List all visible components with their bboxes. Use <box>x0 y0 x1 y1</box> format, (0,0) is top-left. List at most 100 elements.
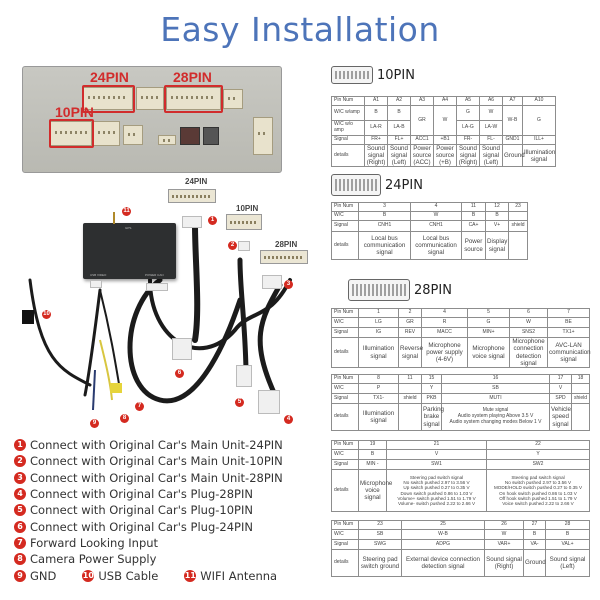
badge-10: 10 <box>42 310 51 319</box>
table-cell: Steering pad switch signal No switch pus… <box>386 469 487 512</box>
table-cell: A5 <box>456 96 480 106</box>
table-cell: G <box>522 105 556 136</box>
table-cell: Steering pad switch signal No switch pus… <box>486 469 590 512</box>
badge-1: 1 <box>208 216 217 225</box>
table-row: Signal FR+ FL+ ACC1 +B1 FR- FL- GND1 ILL… <box>331 135 556 145</box>
table-row: details Microphone voice signal Steering… <box>331 469 590 512</box>
harness-cable <box>192 222 201 343</box>
pin28-title: 28PIN <box>414 282 452 298</box>
number-badge-icon: 10 <box>82 569 95 582</box>
table-cell: Sound signal (Right) <box>484 549 524 577</box>
row-label: details <box>331 231 359 260</box>
table-cell: B <box>523 529 546 540</box>
table-cell: A10 <box>522 96 556 106</box>
table-cell: 27 <box>523 520 546 530</box>
table-cell: TX1- <box>358 393 399 404</box>
table-cell: shield <box>398 393 422 404</box>
row-label: details <box>331 549 359 577</box>
table-row: Signal MIN - SW1 SW2 <box>331 459 590 470</box>
legend-text: Camera Power Supply <box>30 552 157 567</box>
table-cell: 11 <box>461 202 486 212</box>
pin28-header: 28PIN <box>348 279 452 301</box>
badge-3: 3 <box>284 280 293 289</box>
row-label: details <box>331 403 359 431</box>
table-row: details Steering pad switch ground Exter… <box>331 549 590 577</box>
harness-cable <box>83 288 102 397</box>
pin24-header: 24PIN <box>331 174 423 196</box>
table-cell: 12 <box>485 202 509 212</box>
head-unit-24pin-socket <box>83 87 133 110</box>
number-badge-icon: 3 <box>14 471 26 484</box>
head-unit-socket <box>203 127 219 145</box>
table-row: Signal TX1- shield PKB MUTI SPD shield <box>331 393 590 404</box>
table-cell: Sound signal (Right) <box>364 143 388 168</box>
legend-text: Connect with Original Car's Main Unit-24… <box>30 438 283 453</box>
module-plug <box>90 280 102 288</box>
legend-text: Forward Looking Input <box>30 535 159 550</box>
row-label: Signal <box>331 135 365 145</box>
row-label: W/C w/o amp <box>331 120 365 136</box>
table-cell: W <box>509 317 548 328</box>
table-cell: 4 <box>421 308 468 318</box>
table-cell: B <box>358 449 387 460</box>
head-unit-10pin-socket <box>50 121 92 146</box>
table-cell: B <box>485 211 509 221</box>
head-unit-socket <box>123 125 143 145</box>
plug-5 <box>236 365 252 387</box>
table-cell: MUTI <box>441 393 550 404</box>
table-cell: Power source <box>461 231 486 260</box>
row-label: details <box>331 337 359 368</box>
harness-cable <box>257 282 283 398</box>
table-cell: SB <box>441 383 550 394</box>
table-cell: Power source (ACC) <box>410 143 434 168</box>
table-cell: 7 <box>547 308 590 318</box>
table-cell: 2 <box>398 308 422 318</box>
table-cell: P <box>358 383 399 394</box>
table-cell: +B1 <box>433 135 457 145</box>
table-row: W/C P Y SB V <box>331 383 590 394</box>
table-cell: Power source (+B) <box>433 143 457 168</box>
table-cell: GR <box>410 105 434 136</box>
module-usb-label: USB VIDEO <box>90 273 107 277</box>
table-cell: Parking brake signal <box>421 403 444 431</box>
table-cell: A3 <box>410 96 434 106</box>
table-cell: Y <box>421 383 442 394</box>
table-cell: W-B <box>502 105 523 136</box>
row-label: W/C w/amp <box>331 105 365 121</box>
table-row: Pin Num A1 A2 A3 A4 A5 A6 A7 A10 <box>331 96 556 106</box>
badge-9: 9 <box>90 419 99 428</box>
harness-cable <box>99 289 121 391</box>
table-cell <box>571 383 590 394</box>
table-cell: Local bus communication signal <box>358 231 411 260</box>
head-unit-28pin-socket <box>166 87 221 110</box>
table-cell: SPD <box>549 393 572 404</box>
connector-10pin-icon <box>331 66 373 84</box>
number-badge-icon: 8 <box>14 553 26 566</box>
table-cell: W-B <box>401 529 485 540</box>
table-cell: 17 <box>549 374 572 384</box>
table-cell: W <box>479 105 503 121</box>
badge-6: 6 <box>175 369 184 378</box>
row-label: Pin Num <box>331 440 359 450</box>
table-cell: PKB <box>421 393 442 404</box>
table-row: Pin Num 3 4 11 12 23 <box>331 202 528 212</box>
table-row: W/C B W B B <box>331 211 528 221</box>
table-cell: A7 <box>502 96 523 106</box>
highlight-28pin <box>164 85 223 113</box>
legend-text: USB Cable <box>98 568 159 583</box>
table-cell: Vehicle speed signal <box>549 403 572 431</box>
pin28-table-block-4: Pin Num 23 25 26 27 28 W/C SB W-B W B B … <box>331 520 590 577</box>
table-cell: LA-G <box>456 120 480 136</box>
row-label: Pin Num <box>331 96 365 106</box>
usb-cable <box>28 278 92 387</box>
legend-text: Connect with Original Car's Plug-10PIN <box>30 503 253 518</box>
table-row: W/C w/o amp LA-R LA-B LA-G LA-W <box>331 120 556 136</box>
row-label: Pin Num <box>331 308 359 318</box>
table-cell: V+ <box>485 220 509 232</box>
plug-1 <box>182 216 202 228</box>
wifi-antenna <box>113 212 115 224</box>
table-cell: Microphone voice signal <box>358 469 392 512</box>
table-cell: Sound signal (Right) <box>456 143 480 168</box>
